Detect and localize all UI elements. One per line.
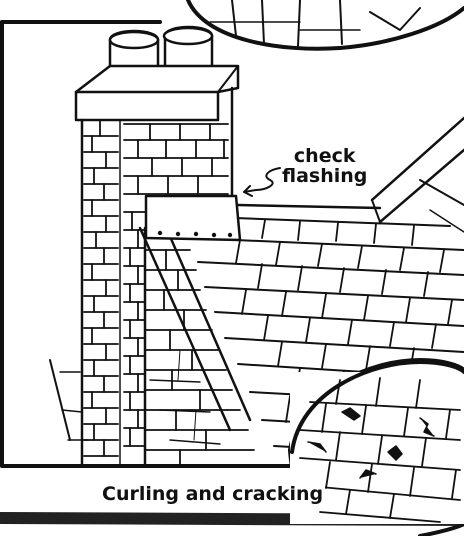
magnifier-inset-bottom <box>290 360 464 536</box>
damage-caption: Curling and cracking <box>100 485 325 505</box>
flashing-callout-line1: check <box>282 147 367 167</box>
flashing-callout: check flashing <box>282 147 367 187</box>
squiggle-arrow <box>244 168 280 196</box>
chimney-illustration <box>76 27 254 466</box>
flashing-callout-line2: flashing <box>282 167 367 187</box>
magnifier-inset-top <box>188 0 464 49</box>
